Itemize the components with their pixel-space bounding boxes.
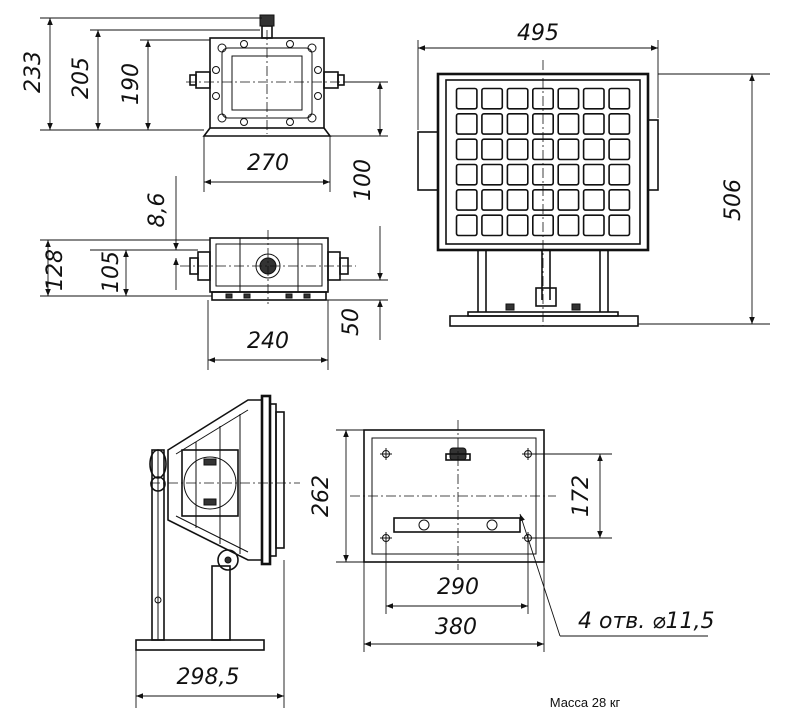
- mass-label: Масса 28 кг: [550, 695, 621, 710]
- view-base-plate: [350, 420, 556, 570]
- holes-note: 4 отв. ⌀11,5: [578, 609, 714, 634]
- grille-cell: [531, 87, 554, 110]
- dims-view-base: [336, 429, 708, 652]
- dim-262: 262: [309, 475, 334, 517]
- grille-cell: [608, 138, 631, 161]
- dim-50: 50: [339, 308, 364, 336]
- grille-cell: [481, 113, 504, 135]
- dim-506: 506: [721, 179, 746, 221]
- dim-190: 190: [119, 63, 144, 105]
- dim-240: 240: [247, 329, 289, 354]
- dim-8-6: 8,6: [145, 193, 170, 228]
- grille-cell: [455, 163, 478, 186]
- grille-cell: [608, 163, 631, 186]
- dim-495: 495: [517, 21, 559, 46]
- dim-233: 233: [21, 51, 46, 93]
- grille-cell: [506, 138, 529, 161]
- grille-cell: [608, 214, 631, 237]
- grille-cell: [582, 214, 605, 237]
- dim-105: 105: [99, 251, 124, 293]
- grille-cell: [506, 214, 529, 237]
- grille-cell: [455, 87, 478, 110]
- view-side: [135, 394, 300, 651]
- view-mid-box: [180, 230, 356, 304]
- grille-cell: [455, 189, 478, 211]
- dims-view-mid: [40, 176, 388, 370]
- grille-cell: [582, 189, 605, 211]
- grille-cell: [582, 87, 605, 110]
- grille-cell: [557, 163, 580, 186]
- dim-205: 205: [69, 57, 94, 99]
- grille-cell: [582, 113, 605, 135]
- grille-cell: [506, 189, 529, 211]
- view-front-floodlight: [417, 60, 659, 327]
- dim-128: 128: [43, 249, 68, 291]
- grille-cell: [506, 113, 529, 135]
- grille-cell: [582, 163, 605, 186]
- dims-view-side: [135, 560, 285, 708]
- dim-172: 172: [569, 475, 594, 517]
- grille-cell: [557, 189, 580, 211]
- grille-cell: [557, 113, 580, 135]
- dims-view-top: [40, 17, 388, 192]
- dim-380: 380: [435, 615, 477, 640]
- grille-cell: [481, 189, 504, 211]
- grille-cell: [506, 87, 529, 110]
- grille-cell: [557, 138, 580, 161]
- dim-298-5: 298,5: [177, 665, 240, 690]
- grille-cell: [455, 113, 478, 135]
- dims-view-front: [417, 40, 770, 325]
- grille-cell: [455, 138, 478, 161]
- dim-270: 270: [247, 151, 289, 176]
- grille-cell: [506, 163, 529, 186]
- dim-100: 100: [351, 159, 376, 201]
- grille-cell: [455, 214, 478, 237]
- grille-cell: [481, 138, 504, 161]
- grille-cell: [608, 189, 631, 211]
- grille-cell: [557, 214, 580, 237]
- grille-cell: [608, 87, 631, 110]
- grille-cell: [582, 138, 605, 161]
- grille-cell: [481, 163, 504, 186]
- dim-290: 290: [437, 575, 479, 600]
- grille-cell: [481, 87, 504, 110]
- protective-grille: [455, 87, 631, 237]
- grille-cell: [608, 113, 631, 135]
- grille-cell: [557, 87, 580, 110]
- grille-cell: [481, 214, 504, 237]
- view-top-box: [186, 14, 348, 137]
